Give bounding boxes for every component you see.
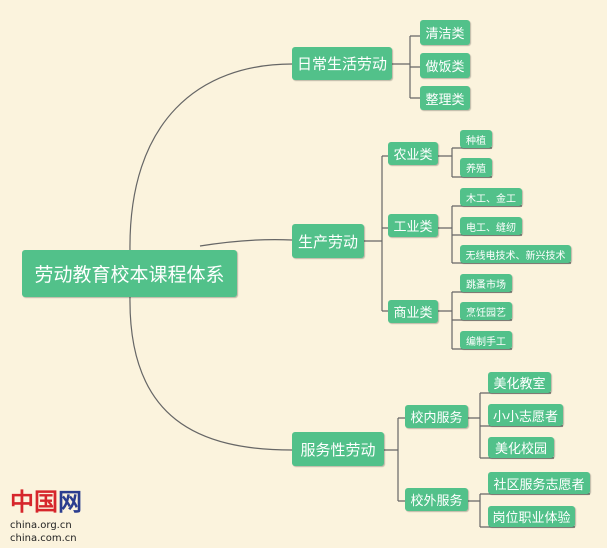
node-planting[interactable]: 种植 xyxy=(460,130,492,148)
node-tidying[interactable]: 整理类 xyxy=(420,86,470,110)
node-breeding[interactable]: 养殖 xyxy=(460,158,492,177)
root-node[interactable]: 劳动教育校本课程体系 xyxy=(22,250,237,297)
watermark-line1: china.org.cn xyxy=(10,520,72,531)
node-commerce[interactable]: 商业类 xyxy=(388,300,438,323)
node-in-school-service[interactable]: 校内服务 xyxy=(405,405,468,428)
watermark-line2: china.com.cn xyxy=(10,533,77,544)
node-little-volunteer[interactable]: 小小志愿者 xyxy=(488,404,563,426)
node-community-volunteer[interactable]: 社区服务志愿者 xyxy=(488,472,590,494)
node-cooking-gardening[interactable]: 烹饪园艺 xyxy=(460,302,512,320)
node-flea-market[interactable]: 跳蚤市场 xyxy=(460,274,512,292)
node-carpentry-metalwork[interactable]: 木工、金工 xyxy=(460,188,522,206)
node-cleaning[interactable]: 清洁类 xyxy=(420,20,470,45)
node-electrical-sewing[interactable]: 电工、缝纫 xyxy=(460,217,522,235)
node-campus[interactable]: 美化校园 xyxy=(488,437,554,458)
node-industry[interactable]: 工业类 xyxy=(388,214,438,237)
node-job-experience[interactable]: 岗位职业体验 xyxy=(488,506,575,527)
node-classroom[interactable]: 美化教室 xyxy=(488,372,551,393)
node-service-labor[interactable]: 服务性劳动 xyxy=(292,432,384,466)
node-cooking[interactable]: 做饭类 xyxy=(420,53,470,78)
watermark-logo: 中国网 china.org.cn china.com.cn xyxy=(10,488,82,544)
node-handicraft[interactable]: 编制手工 xyxy=(460,331,512,349)
node-production-labor[interactable]: 生产劳动 xyxy=(292,224,364,258)
node-daily-life-labor[interactable]: 日常生活劳动 xyxy=(292,47,392,80)
node-agriculture[interactable]: 农业类 xyxy=(388,142,438,165)
node-off-school-service[interactable]: 校外服务 xyxy=(405,488,468,511)
node-radio-tech[interactable]: 无线电技术、新兴技术 xyxy=(460,245,571,263)
